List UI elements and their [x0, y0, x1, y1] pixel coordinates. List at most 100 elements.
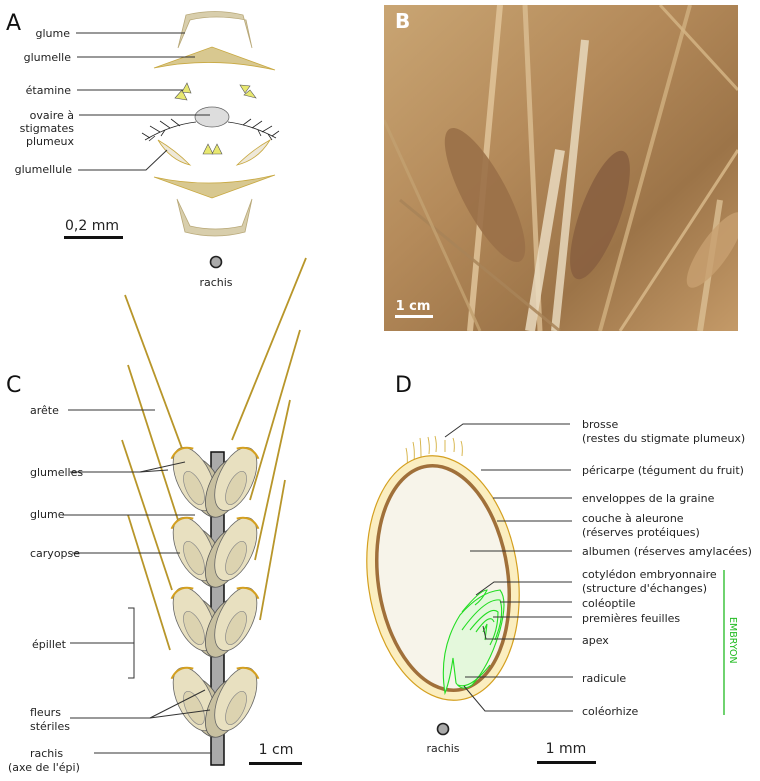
scale-bar-c — [249, 762, 302, 765]
scale-bar-b-label: 1 cm — [396, 299, 431, 314]
caryopse — [183, 540, 205, 576]
spikelet — [205, 586, 260, 658]
label-ovaire-2: stigmates — [20, 122, 75, 135]
label-arete: arête — [30, 404, 59, 417]
brush-hairs — [405, 435, 463, 469]
awn — [124, 294, 191, 471]
plumose-stigmas — [141, 118, 280, 142]
rachis-a-icon — [209, 255, 223, 269]
label-embryon: EMBRYON — [727, 617, 738, 664]
panel-d-leader-lines — [444, 423, 573, 712]
glumelle-top — [153, 46, 276, 71]
panel-c-letter: C — [6, 373, 21, 398]
scale-bar-a-label: 0,2 mm — [65, 218, 119, 234]
label-albumen: albumen (réserves amylacées) — [582, 545, 752, 558]
panel-b-letter: B — [395, 9, 410, 33]
awn — [249, 329, 301, 501]
awn — [231, 257, 307, 441]
panel-d-letter: D — [395, 373, 412, 398]
panel-a-flower-diagram: A — [6, 11, 280, 289]
label-ovaire-1: ovaire à — [30, 109, 74, 122]
rachis-d-icon — [436, 722, 450, 736]
panel-a-letter: A — [6, 11, 21, 36]
glumelle-tip — [170, 446, 194, 460]
glumelle-tip — [236, 516, 260, 530]
barley-stalk — [525, 149, 565, 331]
panel-a-leader-lines — [76, 32, 210, 171]
awn — [259, 479, 286, 621]
glumelle-tip — [236, 666, 260, 680]
scale-bar-a — [64, 236, 123, 239]
scale-bar-d — [537, 761, 596, 764]
label-rachis-d: rachis — [426, 742, 459, 755]
barley-stalk — [598, 5, 692, 331]
panel-d-grain-diagram: D — [366, 373, 752, 764]
glumelle-tip — [170, 586, 194, 600]
awns — [121, 257, 307, 651]
label-rachis-c-2: (axe de l'épi) — [8, 761, 80, 774]
label-epillet: épillet — [32, 638, 67, 651]
awn — [127, 514, 171, 651]
label-fleurs-1: fleurs — [30, 706, 61, 719]
awn — [127, 364, 179, 521]
caryopse — [183, 470, 205, 506]
label-pericarpe: péricarpe (tégument du fruit) — [582, 464, 744, 477]
label-fleurs-2: stériles — [30, 720, 70, 733]
barley-stalk — [551, 39, 589, 331]
glume-bottom — [176, 198, 253, 237]
label-glume-c: glume — [30, 508, 65, 521]
barley-stalk — [618, 149, 738, 331]
label-coleorhize: coléorhize — [582, 705, 638, 718]
spikelet — [205, 446, 260, 518]
label-ovaire-3: plumeux — [26, 135, 74, 148]
awn — [254, 399, 291, 561]
ovary — [194, 106, 230, 128]
label-rachis-c-1: rachis — [30, 747, 63, 760]
spikelets — [170, 446, 260, 738]
stamens — [174, 82, 257, 155]
panel-c-ear-diagram: C arête glumelles glume caryopse épillet… — [6, 257, 307, 774]
label-glumellule: glumellule — [15, 163, 73, 176]
barley-ear — [444, 127, 526, 263]
label-glumelles: glumelles — [30, 466, 83, 479]
glumellule-left — [157, 139, 192, 166]
label-coleoptile: coléoptile — [582, 597, 636, 610]
scale-bar-b — [395, 315, 433, 318]
label-glumelle: glumelle — [24, 51, 72, 64]
glumelle-tip — [236, 586, 260, 600]
glumelle-bottom — [153, 174, 276, 199]
panel-b-photo: B 1 cm — [384, 5, 738, 331]
caryopse — [225, 470, 247, 506]
caryopse — [183, 690, 205, 726]
label-apex: apex — [582, 634, 609, 647]
caryopse — [183, 610, 205, 646]
label-radicule: radicule — [582, 672, 626, 685]
label-etamine: étamine — [26, 84, 72, 97]
label-premieres-feuilles: premières feuilles — [582, 612, 680, 625]
glumellule-right — [235, 138, 272, 166]
barley-stalk — [399, 198, 561, 331]
barley-stalk — [658, 5, 738, 92]
caryopse — [225, 690, 247, 726]
spikelet — [205, 516, 260, 588]
caryopse — [225, 540, 247, 576]
embryo — [442, 589, 505, 696]
label-brosse-2: (restes du stigmate plumeux) — [582, 432, 745, 445]
label-caryopse: caryopse — [30, 547, 80, 560]
label-cotyledon-2: (structure d'échanges) — [582, 582, 707, 595]
panel-c-leader-lines — [62, 409, 212, 754]
label-enveloppes: enveloppes de la graine — [582, 492, 715, 505]
spikelet — [170, 446, 225, 518]
label-rachis-a: rachis — [199, 276, 232, 289]
label-cotyledon-1: cotylédon embryonnaire — [582, 568, 717, 581]
label-couche-1: couche à aleurone — [582, 512, 684, 525]
spikelet — [205, 666, 260, 738]
glumelle-tip — [170, 666, 194, 680]
glume-top — [177, 11, 253, 49]
label-couche-2: (réserves protéiques) — [582, 526, 700, 539]
barley-ear — [570, 150, 630, 280]
label-brosse-1: brosse — [582, 418, 618, 431]
caryopse — [225, 610, 247, 646]
barley-ear — [686, 212, 738, 288]
